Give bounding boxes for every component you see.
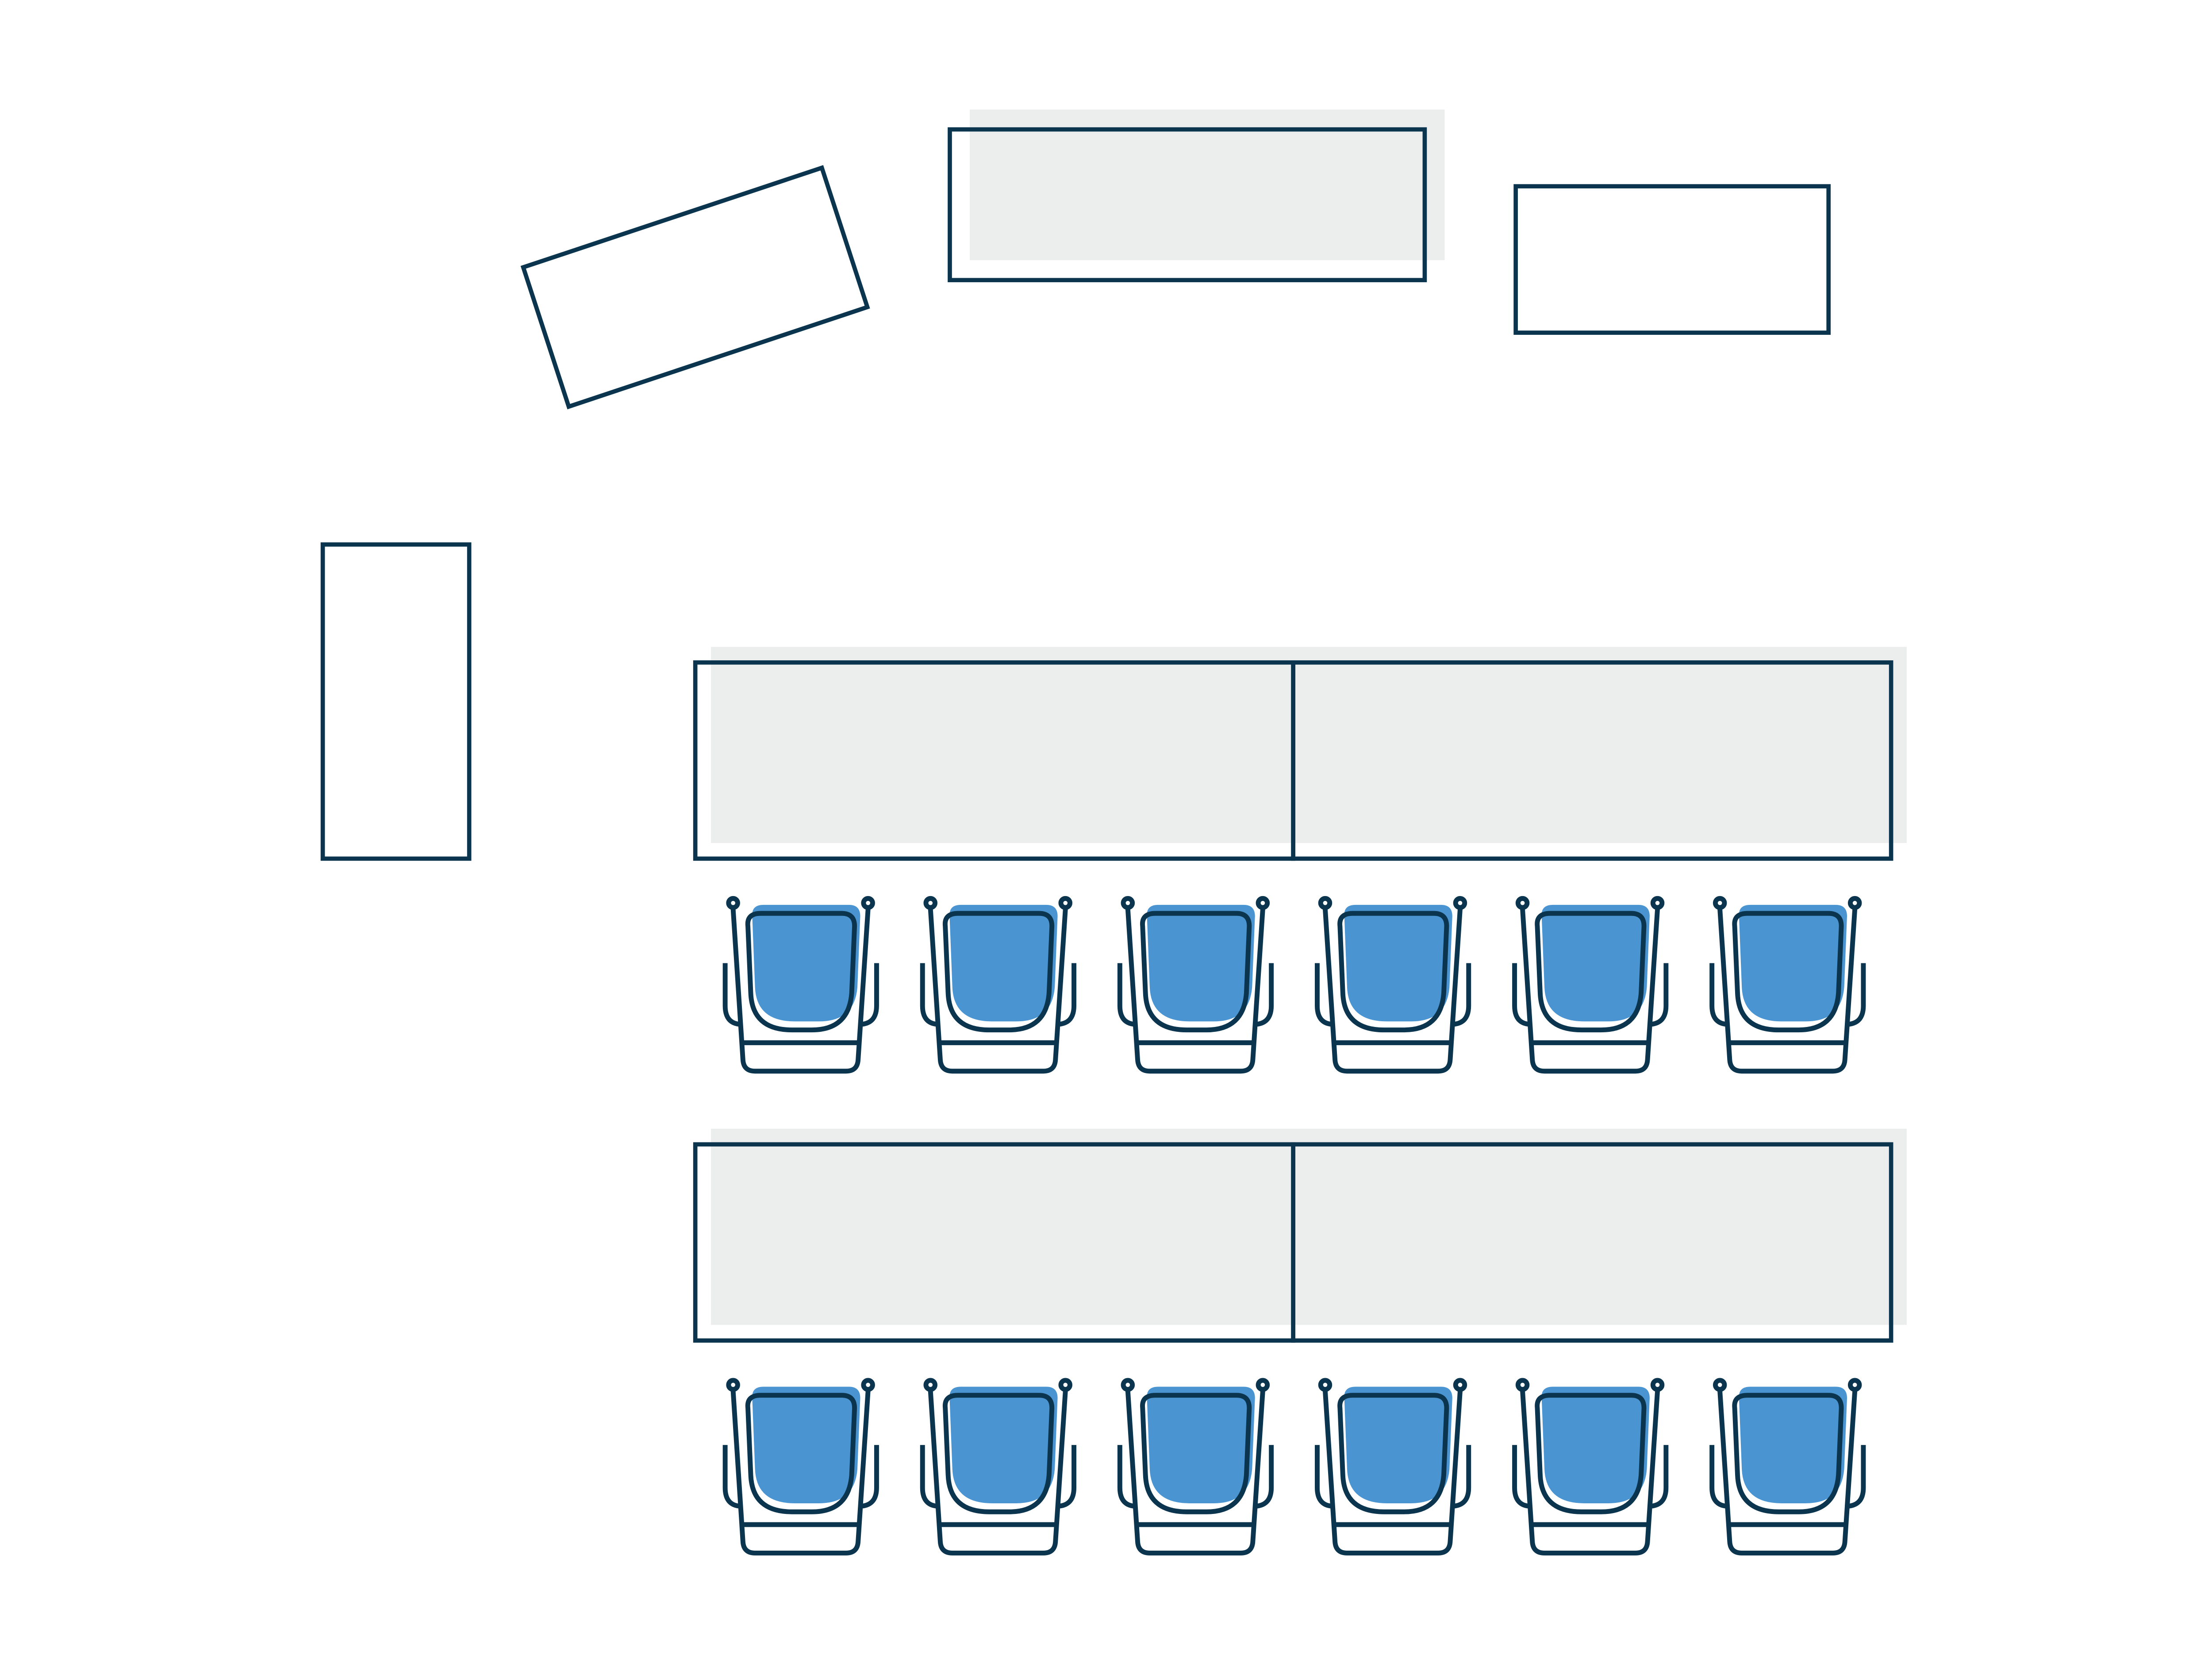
front-center-table[interactable] [948,127,1427,283]
chair-icon[interactable] [1515,898,1666,1071]
chair-icon[interactable] [922,1380,1074,1553]
angled-table[interactable] [520,165,870,410]
chair-icon[interactable] [922,898,1074,1071]
chair-icon[interactable] [725,898,876,1071]
chair-icon[interactable] [1317,1380,1468,1553]
table-row [693,647,1907,1071]
chair-icon[interactable] [1120,898,1271,1071]
chair-icon[interactable] [725,1380,876,1553]
table-row [693,1129,1907,1553]
table-shadow [969,109,1445,261]
table-rows [693,647,1907,1553]
chair-icon[interactable] [1712,1380,1863,1553]
table-shadow [711,1129,1907,1325]
front-right-table[interactable] [1513,184,1831,335]
chair-icon[interactable] [1120,1380,1271,1553]
side-table[interactable] [320,542,472,861]
chair-icon[interactable] [1712,898,1863,1071]
table-shadow [711,647,1907,843]
desk[interactable] [1291,1142,1893,1343]
desk[interactable] [1291,660,1893,861]
chair-icon[interactable] [1317,898,1468,1071]
chair-icon[interactable] [1515,1380,1666,1553]
loose-tables [320,109,1831,861]
